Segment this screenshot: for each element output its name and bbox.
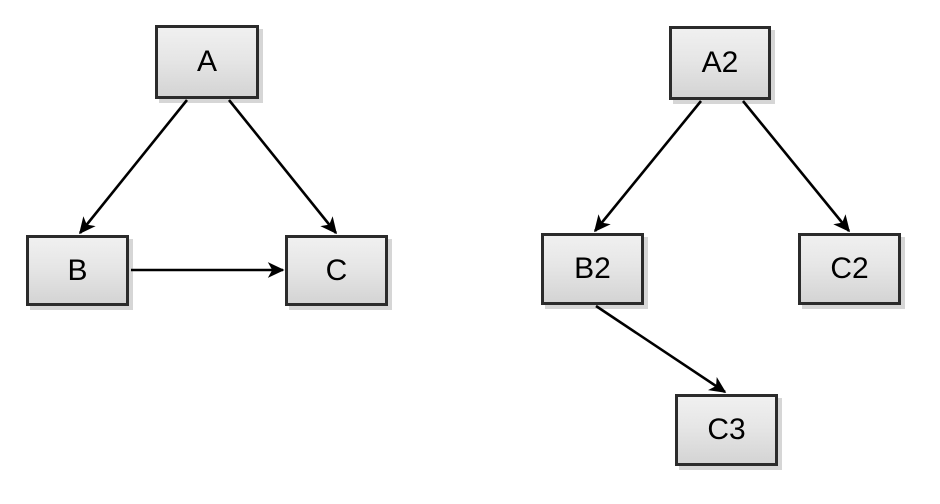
edge-a2-c2[interactable]: [741, 100, 851, 233]
node-label: A2: [701, 46, 739, 79]
edge-b2-c3[interactable]: [595, 304, 727, 394]
node-label: C2: [830, 252, 869, 285]
node-label: C3: [707, 413, 746, 446]
edge-a-c[interactable]: [227, 99, 338, 235]
node-label: B: [67, 253, 88, 287]
edge-a2-b2[interactable]: [593, 100, 703, 233]
node-c[interactable]: C: [285, 235, 388, 306]
node-c2[interactable]: C2: [798, 233, 901, 305]
edge-a-b[interactable]: [78, 99, 189, 235]
node-b2[interactable]: B2: [541, 233, 644, 305]
edges-group: [78, 99, 851, 394]
node-label: B2: [574, 252, 611, 285]
node-a2[interactable]: A2: [669, 26, 771, 100]
node-a[interactable]: A: [155, 25, 259, 99]
node-label: C: [325, 253, 348, 287]
node-b[interactable]: B: [26, 235, 129, 306]
node-label: A: [196, 45, 217, 78]
node-c3[interactable]: C3: [675, 394, 778, 466]
